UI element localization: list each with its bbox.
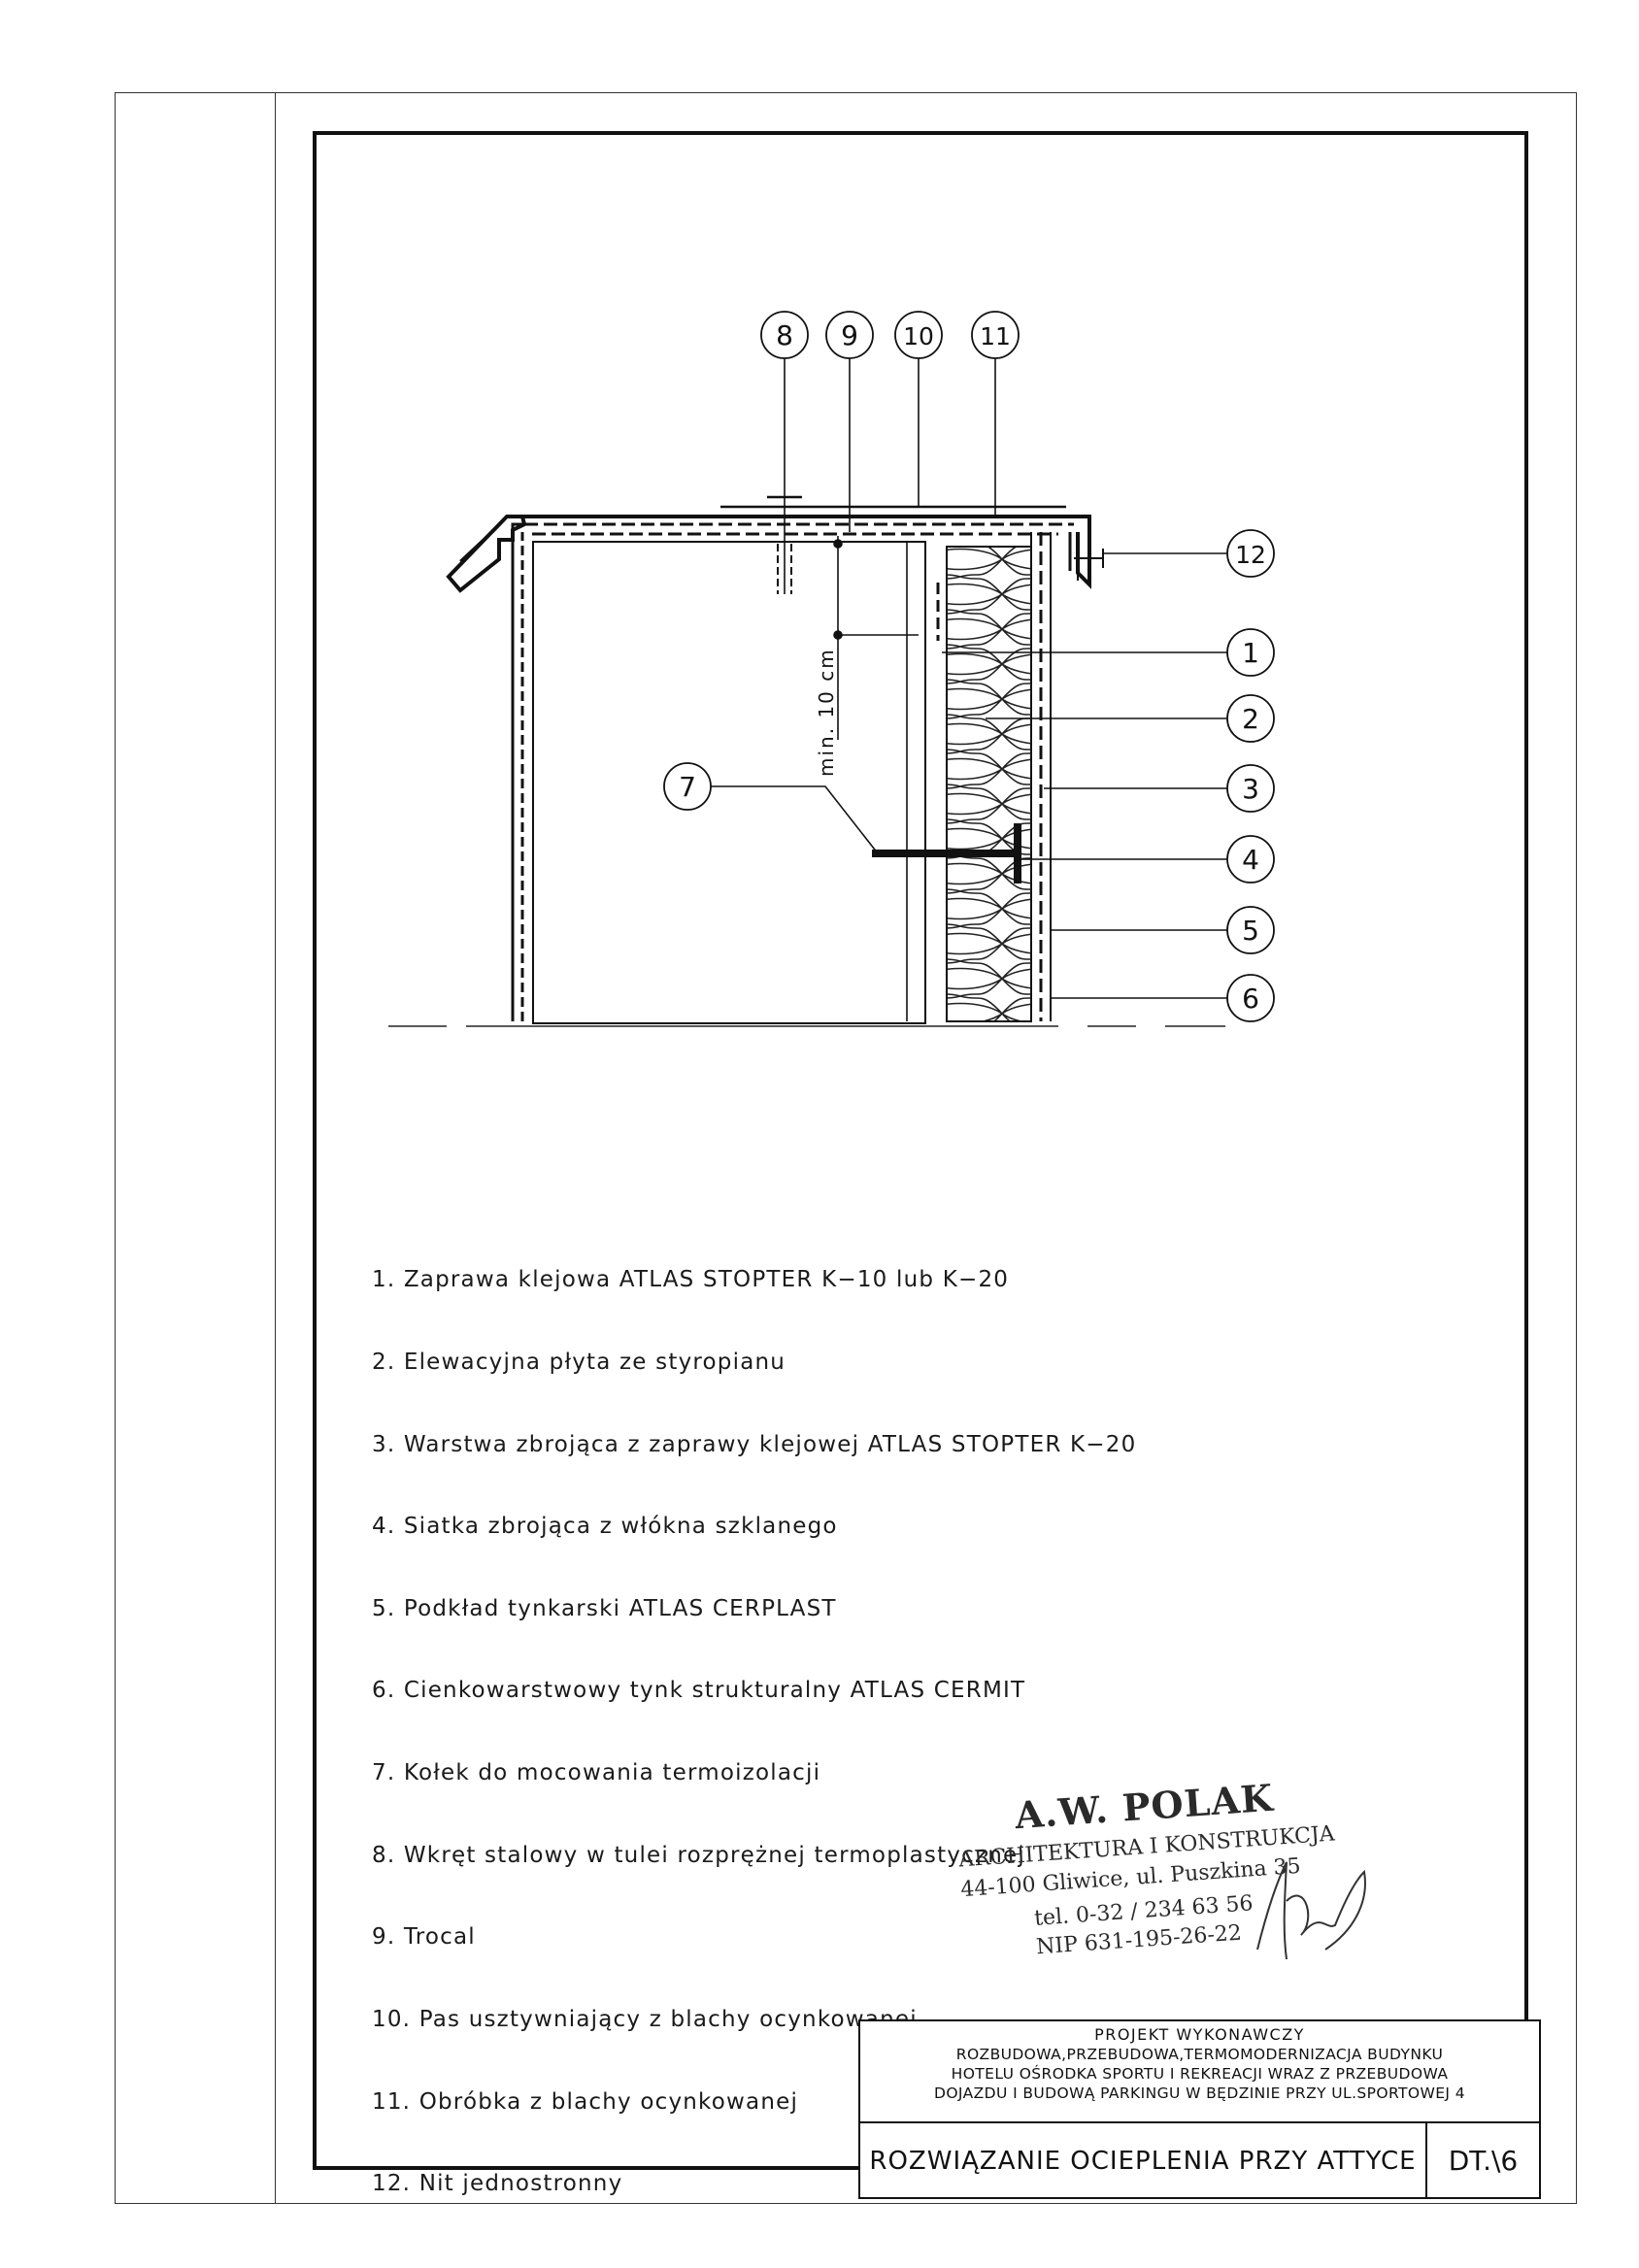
callout-label-10: 10 <box>903 322 934 350</box>
callout-circle-1 <box>1226 628 1275 677</box>
callout-label-11: 11 <box>980 322 1011 350</box>
callout-circle-10 <box>894 311 943 359</box>
legend-item: 8. Wkręt stalowy w tulei rozprężnej term… <box>372 1842 1025 1868</box>
drawing-title: ROZWIĄZANIE OCIEPLENIA PRZY ATTYCE <box>860 2123 1427 2199</box>
project-description-line: ROZBUDOWA,PRZEBUDOWA,TERMOMODERNIZACJA B… <box>955 2046 1444 2063</box>
callout-circle-11 <box>971 311 1020 359</box>
callout-label-1: 1 <box>1242 637 1259 669</box>
legend-item: 10. Pas usztywniający z blachy ocynkowan… <box>372 2006 918 2032</box>
callout-circle-3 <box>1226 764 1275 813</box>
leader-lines <box>711 354 1227 999</box>
drawing-number: DT.\6 <box>1448 2145 1519 2177</box>
legend-item: 6. Cienkowarstwowy tynk strukturalny ATL… <box>372 1678 1026 1704</box>
project-description-line: DOJAZDU I BUDOWĄ PARKINGU W BĘDZINIE PRZ… <box>934 2085 1465 2102</box>
legend-item: 5. Podkład tynkarski ATLAS CERPLAST <box>372 1595 837 1621</box>
callout-circle-12 <box>1226 529 1275 578</box>
dimension-line <box>833 536 919 740</box>
legend-item: 1. Zaprawa klejowa ATLAS STOPTER K−10 lu… <box>372 1267 1010 1293</box>
legend-item: 9. Trocal <box>372 1924 476 1951</box>
callout-label-3: 3 <box>1242 773 1259 805</box>
signature-icon <box>1256 1861 1366 1960</box>
project-description-line: HOTELU OŚRODKA SPORTU I REKREACJI WRAZ Z… <box>951 2065 1449 2083</box>
callout-circle-5 <box>1226 906 1275 954</box>
sheet-border <box>115 92 1577 2204</box>
callout-circle-2 <box>1226 694 1275 743</box>
legend-list: 1. Zaprawa klejowa ATLAS STOPTER K−10 lu… <box>372 1212 1136 2225</box>
callout-circles <box>663 311 1275 1022</box>
callout-label-4: 4 <box>1242 844 1259 876</box>
legend-item: 11. Obróbka z blachy ocynkowanej <box>372 2088 799 2115</box>
callout-label-6: 6 <box>1242 983 1259 1015</box>
binding-margin-line <box>275 92 276 2204</box>
project-stage: PROJEKT WYKONAWCZY <box>1094 2025 1305 2044</box>
title-block-header: PROJEKT WYKONAWCZY ROZBUDOWA,PRZEBUDOWA,… <box>860 2021 1539 2123</box>
title-block: PROJEKT WYKONAWCZY ROZBUDOWA,PRZEBUDOWA,… <box>858 2019 1541 2199</box>
coping-flashing <box>446 515 1091 593</box>
callout-label-8: 8 <box>776 319 793 351</box>
callout-label-7: 7 <box>679 771 696 803</box>
steel-screw <box>767 495 802 594</box>
dimension-label: min. 10 cm <box>815 648 838 777</box>
legend-item: 3. Warstwa zbrojąca z zaprawy klejowej A… <box>372 1431 1137 1457</box>
callout-label-12: 12 <box>1235 541 1266 569</box>
legend-item: 7. Kołek do mocowania termoizolacji <box>372 1760 821 1786</box>
callout-circle-7 <box>663 762 712 811</box>
legend-item: 12. Nit jednostronny <box>372 2171 623 2197</box>
legend-item: 2. Elewacyjna płyta ze styropianu <box>372 1350 786 1376</box>
callout-circle-6 <box>1226 974 1275 1022</box>
legend-item: 4. Siatka zbrojąca z włókna szklanego <box>372 1514 838 1540</box>
rivet <box>1074 544 1104 581</box>
insulation-anchor <box>872 823 1021 884</box>
callout-label-5: 5 <box>1242 915 1259 947</box>
callout-circle-9 <box>825 311 874 359</box>
callout-label-2: 2 <box>1242 703 1259 735</box>
company-stamp: A.W. POLAK ARCHITEKTURA I KONSTRUKCJA 44… <box>956 1776 1366 1969</box>
callout-label-9: 9 <box>841 319 858 351</box>
callout-circle-4 <box>1226 835 1275 884</box>
insulation-board <box>946 546 1032 1022</box>
callout-circle-8 <box>760 311 809 359</box>
